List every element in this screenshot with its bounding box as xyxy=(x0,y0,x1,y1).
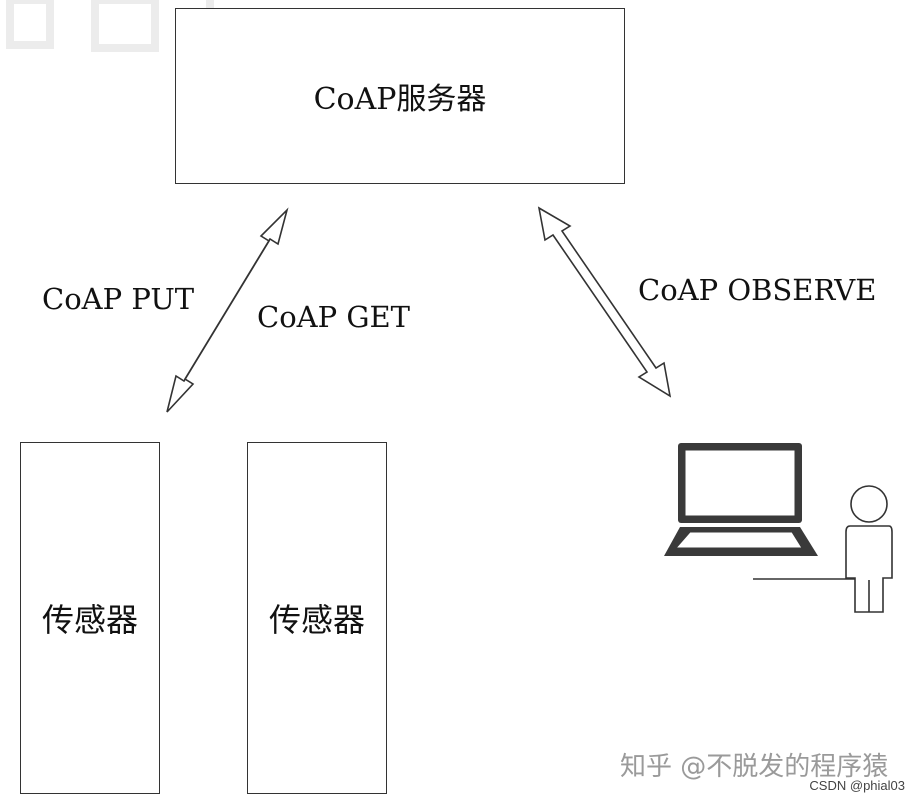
left-double-arrow xyxy=(166,207,289,413)
csdn-watermark: CSDN @phial03 xyxy=(809,778,905,793)
coap-observe-label: CoAP OBSERVE xyxy=(638,273,877,307)
coap-put-label: CoAP PUT xyxy=(42,282,195,316)
sensor-box-2: 传感器 xyxy=(247,442,387,794)
zhihu-watermark: 知乎 @不脱发的程序猿 xyxy=(620,752,889,782)
right-double-arrow xyxy=(537,206,672,398)
sensor-label-2: 传感器 xyxy=(268,601,365,639)
laptop-icon xyxy=(664,443,818,556)
server-label: CoAP服务器 xyxy=(313,82,487,117)
coap-get-label: CoAP GET xyxy=(257,300,411,334)
sensor-label-1: 传感器 xyxy=(41,601,138,639)
coap-server-box: CoAP服务器 xyxy=(175,8,625,184)
person-icon xyxy=(845,485,893,613)
sensor-box-1: 传感器 xyxy=(20,442,160,794)
